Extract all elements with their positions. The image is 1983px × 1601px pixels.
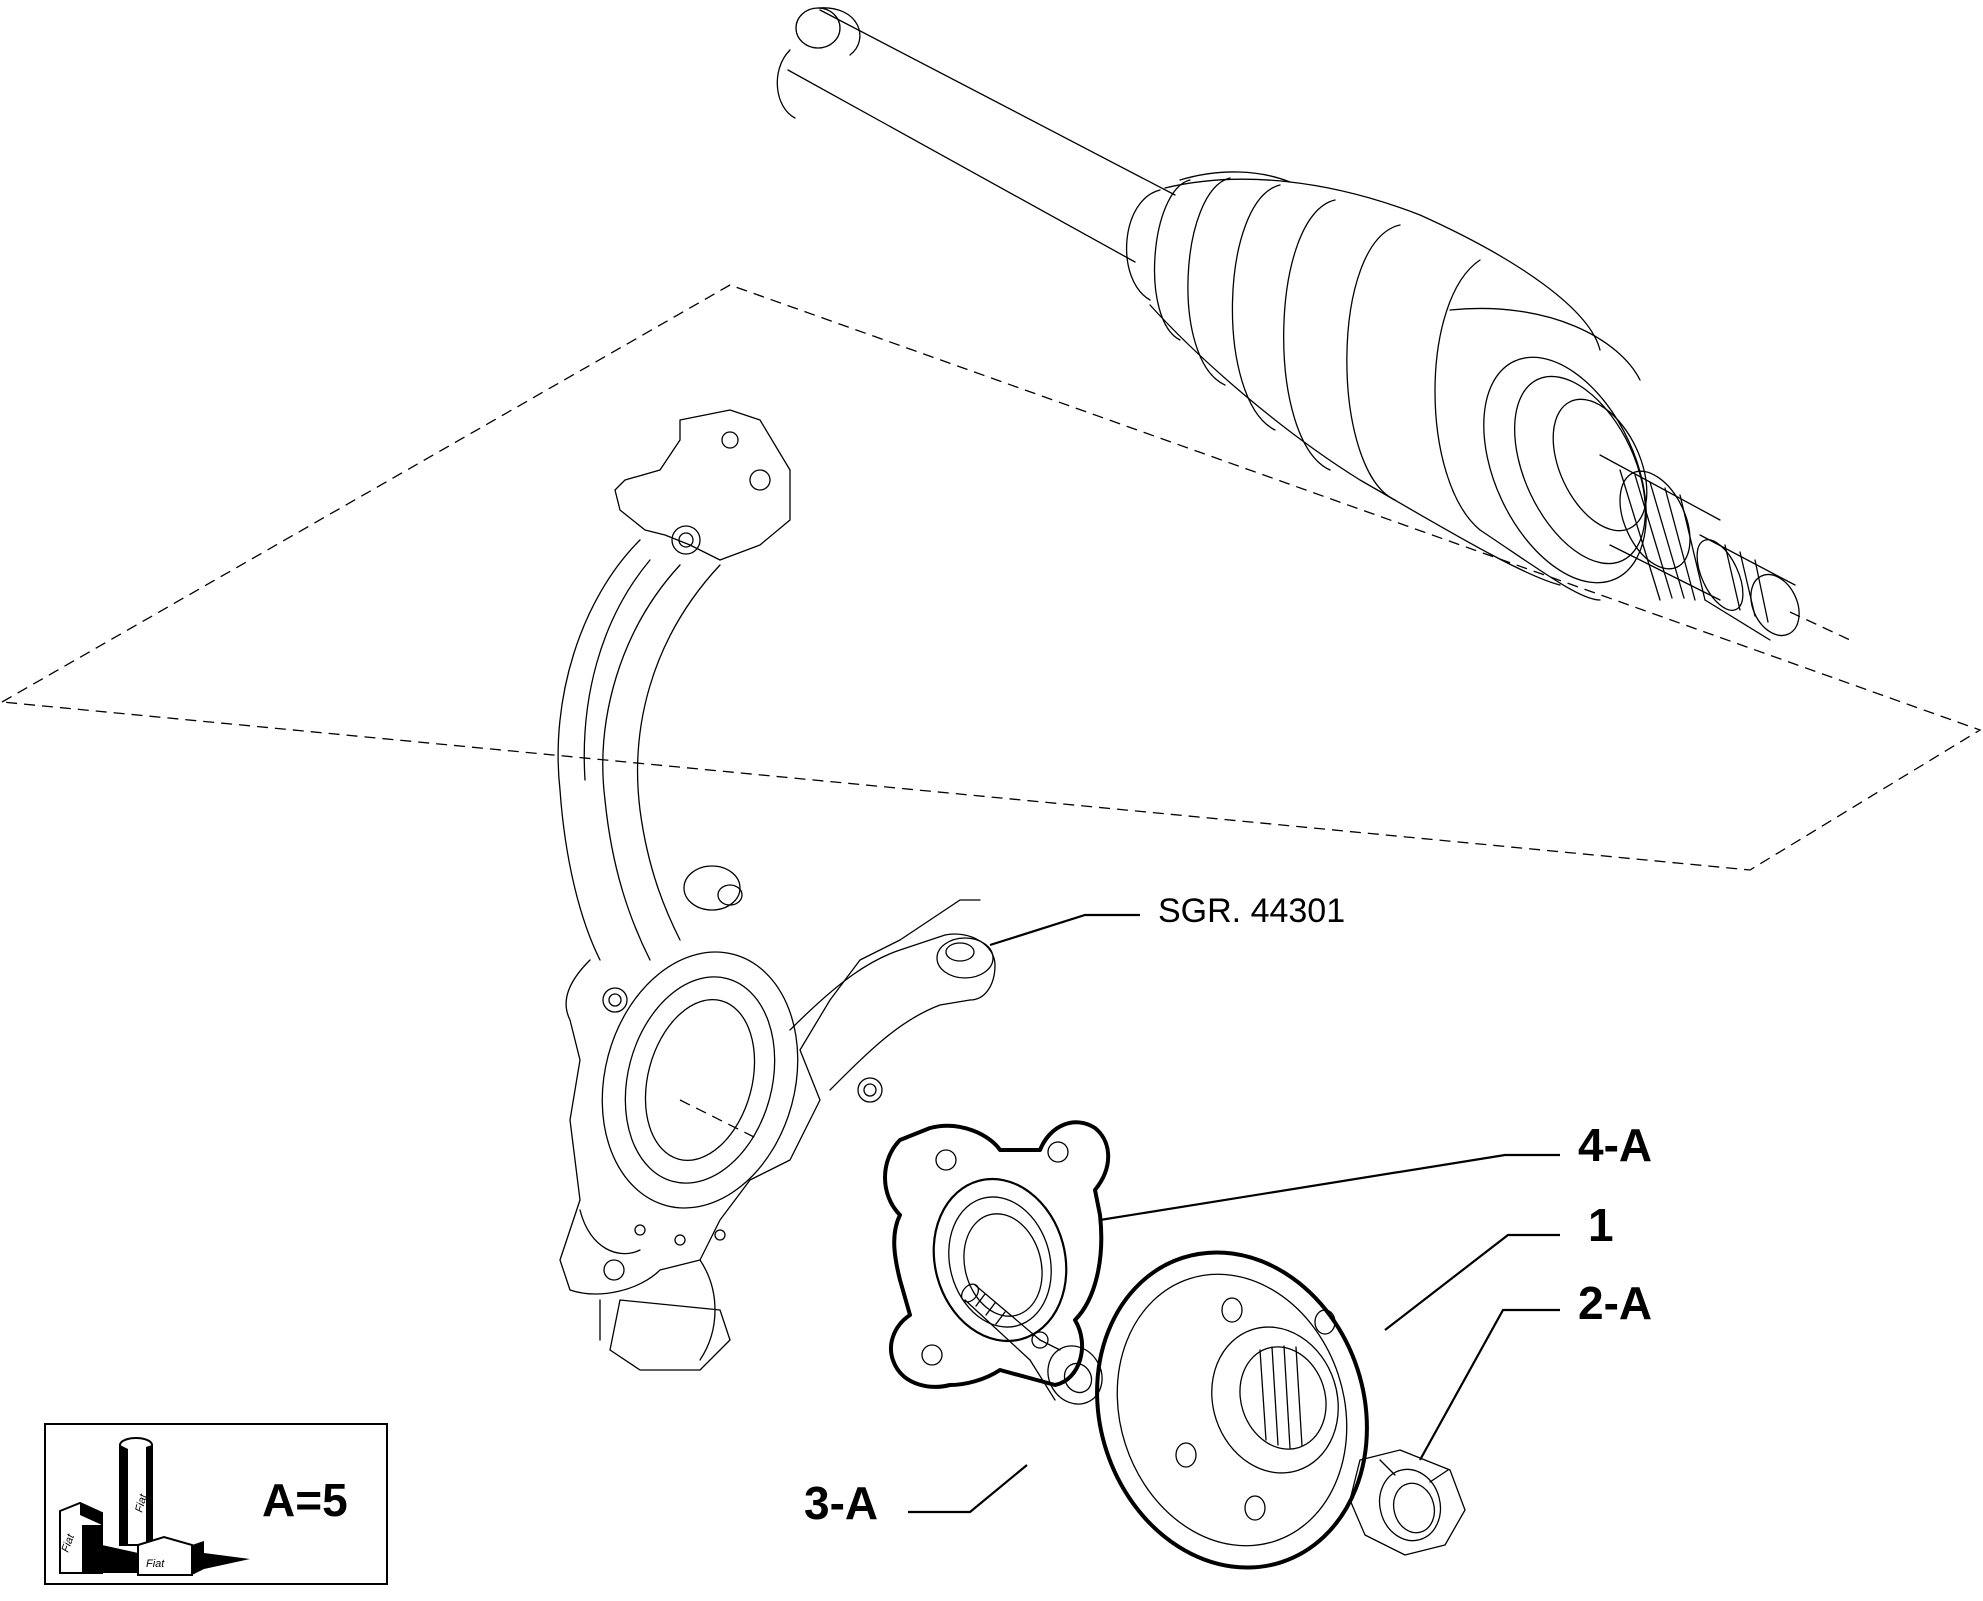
leader-lines (908, 913, 1560, 1514)
wheel-hub (1095, 1250, 1369, 1570)
steering-knuckle (557, 409, 996, 1371)
quantity-legend: Fiat Fiat Fiat A=5 (44, 1423, 388, 1585)
quantity-legend-text: A=5 (262, 1474, 348, 1526)
legend-brand-label-3: Fiat (146, 1558, 165, 1570)
part-label-3a: 3-A (804, 1477, 879, 1529)
hub-bolt (960, 1283, 1103, 1405)
drive-shaft (776, 7, 1851, 641)
reference-plane (0, 284, 1982, 1141)
part-label-4a: 4-A (1578, 1119, 1653, 1171)
part-label-1: 1 (1588, 1199, 1614, 1251)
bearing-housing (883, 1120, 1111, 1389)
hub-nut (1349, 1449, 1466, 1556)
fiat-boxes-icon: Fiat Fiat Fiat (59, 1437, 250, 1576)
part-label-2a: 2-A (1578, 1277, 1653, 1329)
legend-brand-label-2: Fiat (133, 1492, 150, 1514)
sgr-reference: SGR. 44301 (1158, 892, 1346, 930)
